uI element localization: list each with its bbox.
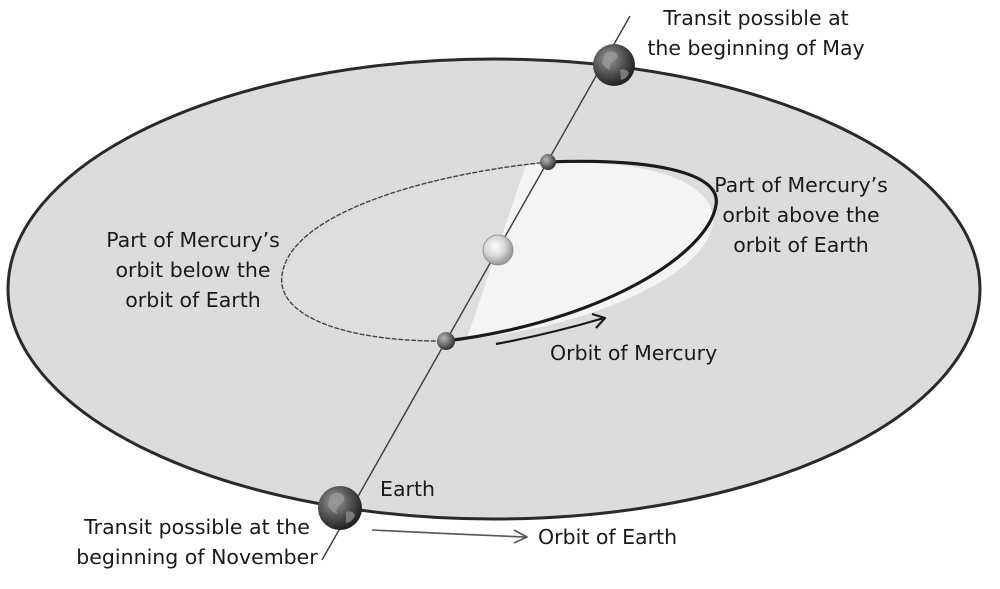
label-orbit-of-mercury: Orbit of Mercury [550,341,718,365]
label-mercury-above: Part of Mercury’s orbit above the orbit … [714,173,888,257]
mercury-planet-icon [540,154,556,170]
label-transit-november: Transit possible at the beginning of Nov… [76,515,318,569]
mercury-orbit-below [281,161,549,342]
mercury-orbit-above [445,159,718,343]
earth-globe-icon [318,486,362,530]
label-earth: Earth [380,477,435,501]
earth-globe-icon [593,44,635,86]
mercury-direction-arrow [495,312,607,346]
sun-icon [482,234,514,266]
label-transit-may: Transit possible at the beginning of May [647,6,865,60]
mercury-planet-icon [437,332,455,350]
label-orbit-of-earth: Orbit of Earth [538,525,678,549]
line-of-nodes [321,15,631,561]
earth-direction-arrow [371,529,528,544]
label-mercury-below: Part of Mercury’s orbit below the orbit … [106,228,280,312]
